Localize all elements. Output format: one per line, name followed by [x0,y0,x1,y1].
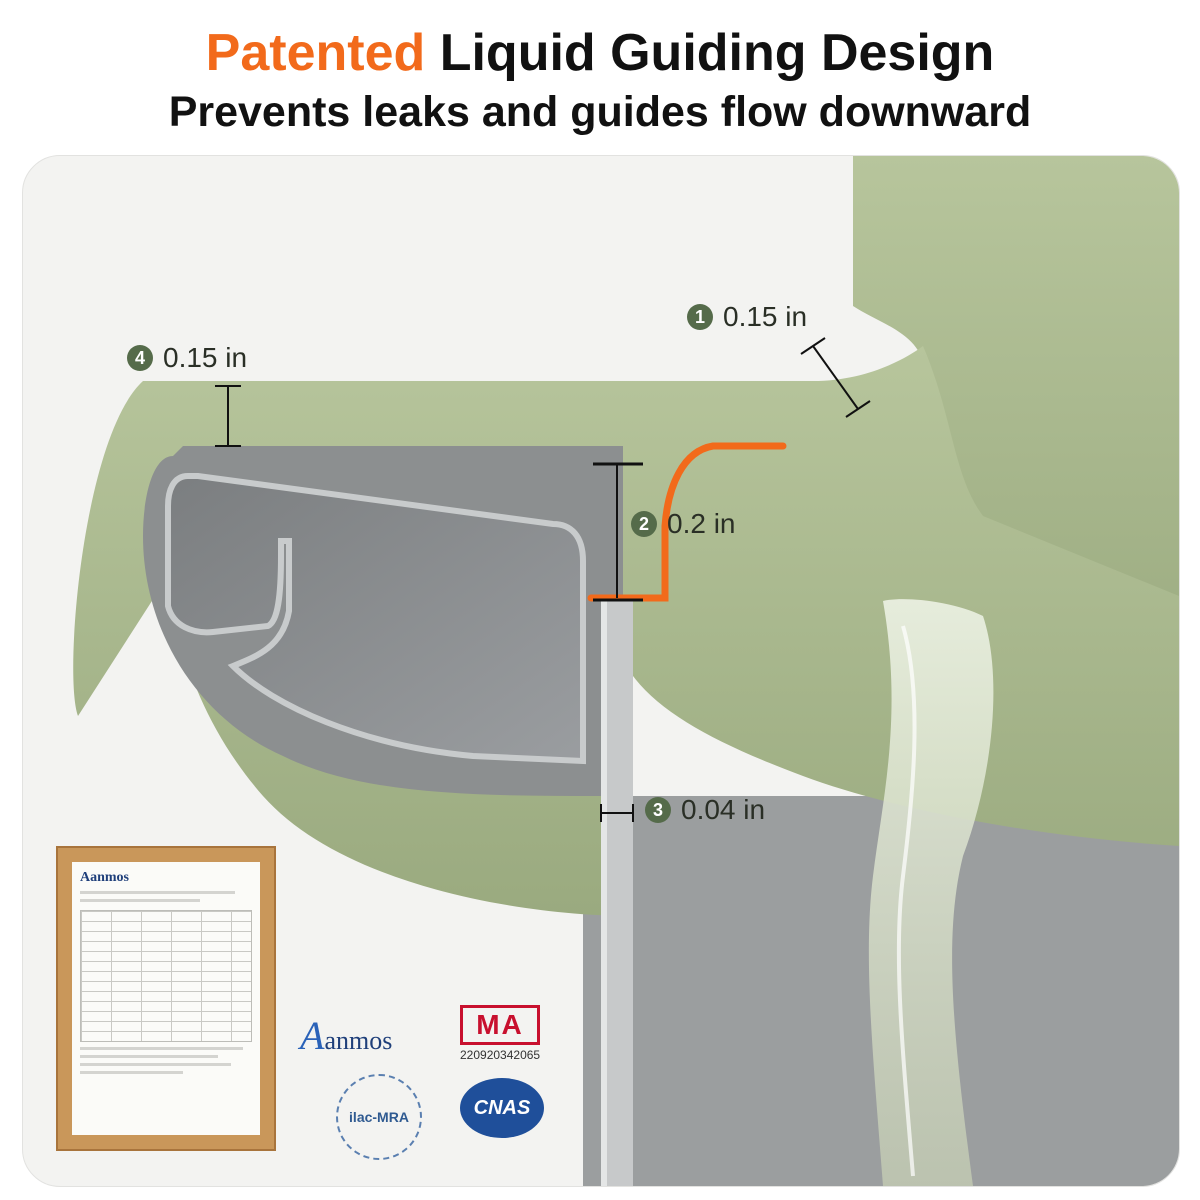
test-certificate-paper: Aanmos [72,862,260,1135]
certificate-brand: Aanmos [80,870,130,885]
certificate-line [80,1071,184,1074]
certificate-text-lines [80,891,252,902]
certificate-line [80,1047,244,1050]
headline-accent-word: Patented [205,24,426,82]
test-certificate-frame: Aanmos [56,846,276,1151]
cma-logo-mark: MA [460,1005,540,1045]
certificate-footer-lines [80,1047,252,1074]
callout-1-number: 1 [687,304,713,330]
certificate-line [80,891,235,894]
aanmos-logo: Aanmos [300,1012,392,1059]
callout-4-text: 0.15 in [163,342,248,373]
certificate-line [80,1055,218,1058]
callout-4: 4 0.15 in [127,342,247,374]
callout-1: 1 0.15 in [687,301,807,333]
callout-3-text: 0.04 in [681,794,766,825]
cnas-logo: CNAS [460,1078,544,1138]
headline-title: Patented Liquid Guiding Design [0,22,1200,84]
callout-1-text: 0.15 in [723,301,808,332]
callout-4-number: 4 [127,345,153,371]
dimension-1-cap-bottom [845,400,871,418]
headline: Patented Liquid Guiding Design Prevents … [0,22,1200,138]
certificate-line [80,1063,232,1066]
callout-2-text: 0.2 in [667,508,736,539]
headline-subtitle: Prevents leaks and guides flow downward [168,88,1032,136]
water-stream [868,599,994,1186]
callout-3: 3 0.04 in [645,794,765,826]
aanmos-logo-initial: A [300,1013,325,1058]
aanmos-logo-text: anmos [324,1026,393,1055]
ilac-mra-logo: ilac-MRA [336,1074,422,1160]
liner-sheet-edge [601,601,607,1186]
callout-2: 2 0.2 in [631,508,736,540]
water-highlight [896,625,917,1177]
certificate-table [80,910,252,1042]
cross-section-illustration [73,156,1179,1186]
dimension-1-cap-top [800,337,826,355]
orange-guide-line [587,442,787,602]
dimension-1-line [812,345,859,410]
product-cross-section-panel: 1 0.15 in 4 0.15 in 2 0.2 in 3 0.04 in [22,155,1180,1187]
certificate-line [80,899,201,902]
cma-logo: MA 220920342065 [460,1005,540,1062]
callout-2-number: 2 [631,511,657,537]
callout-3-number: 3 [645,797,671,823]
cma-logo-code: 220920342065 [460,1048,541,1062]
gray-liner-profile [165,473,586,765]
headline-title-rest: Liquid Guiding Design [425,24,995,82]
